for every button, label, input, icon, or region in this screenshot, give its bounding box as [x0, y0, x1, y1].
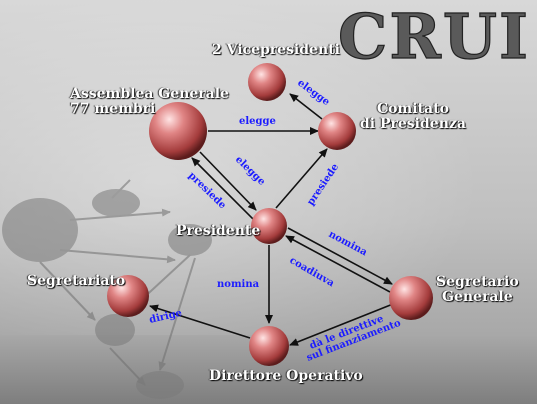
node-label-direttore: Direttore Operativo: [209, 368, 363, 384]
node-label-vicepresidenti: 2 Vicepresidenti: [212, 42, 340, 58]
edge-label-presidente-assemblea: presiede: [186, 170, 228, 211]
edge-label-assemblea-presidente: elegge: [233, 154, 267, 188]
edges: [149, 93, 394, 346]
edge-segretario-direttore: [289, 303, 394, 346]
edge-direttore-segretariato: [149, 304, 251, 339]
crui-title: CRUI: [338, 0, 530, 73]
node-label-segretariato: Segretariato: [27, 273, 126, 289]
edge-presidente-assemblea: [191, 157, 257, 223]
sphere-segretario: [389, 276, 433, 320]
node-label-assemblea: Assemblea Generale 77 membri: [70, 86, 229, 117]
sphere-assemblea: [149, 102, 207, 160]
edge-presidente-segretario: [287, 227, 393, 285]
edge-label-presidente-direttore: nomina: [217, 279, 260, 290]
edge-presidente-comitato: [275, 148, 328, 209]
edge-comitato-vice: [289, 93, 323, 120]
edge-label-presidente-segretario: nomina: [327, 229, 370, 259]
sphere-presidente: [251, 208, 287, 244]
edge-assemblea-presidente: [199, 151, 257, 211]
edge-segretario-presidente: [285, 235, 391, 293]
sphere-direttore: [249, 326, 289, 366]
edge-label-assemblea-comitato: elegge: [239, 116, 276, 127]
edge-label-direttore-segretariato: dirige: [148, 308, 183, 326]
diagram-shadow: [2, 179, 212, 399]
edge-label-segretario-presidente: coadiuva: [288, 255, 337, 290]
node-label-comitato: Comitato di Presidenza: [360, 101, 466, 132]
node-label-presidente: Presidente: [176, 223, 261, 239]
sphere-comitato: [318, 112, 356, 150]
node-label-segretario: Segretario Generale: [436, 274, 519, 305]
sphere-segretariato: [107, 275, 149, 317]
edge-label-comitato-vice: elegge: [295, 78, 331, 109]
sphere-vicepresidenti: [248, 63, 286, 101]
